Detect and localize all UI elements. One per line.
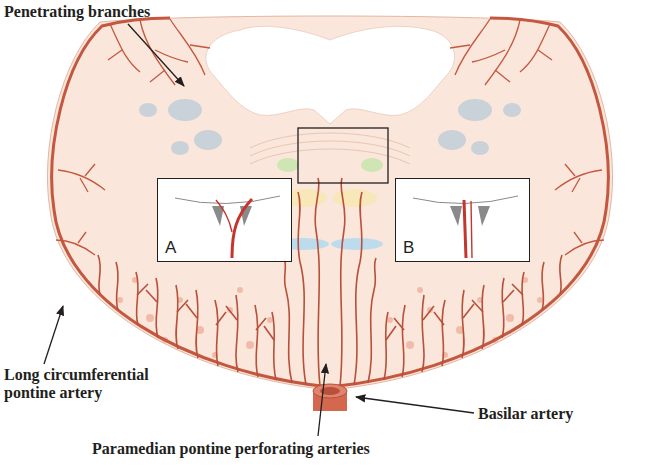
pons-outline (47, 16, 612, 390)
inset-b-drawing (395, 178, 530, 262)
panel-letter: A (165, 238, 176, 257)
basilar-artery (313, 384, 347, 411)
anatomy-label: Long circumferential pontine artery (4, 366, 182, 402)
circumferential-artery (52, 18, 608, 387)
inset-box: A (157, 178, 292, 262)
fourth-ventricle (206, 26, 455, 124)
paramedian-arteries (98, 178, 562, 386)
inset-box: B (395, 178, 530, 262)
tract-lines (250, 133, 410, 164)
inset-a-drawing (157, 178, 292, 262)
detail-frame (298, 128, 388, 183)
anatomy-label: Paramedian pontine perforating arteries (92, 440, 370, 458)
anatomy-label: Penetrating branches (4, 3, 150, 21)
pontine-nuclei (117, 277, 543, 358)
panel-letter: B (403, 238, 414, 257)
anatomy-label: Basilar artery (478, 405, 573, 423)
